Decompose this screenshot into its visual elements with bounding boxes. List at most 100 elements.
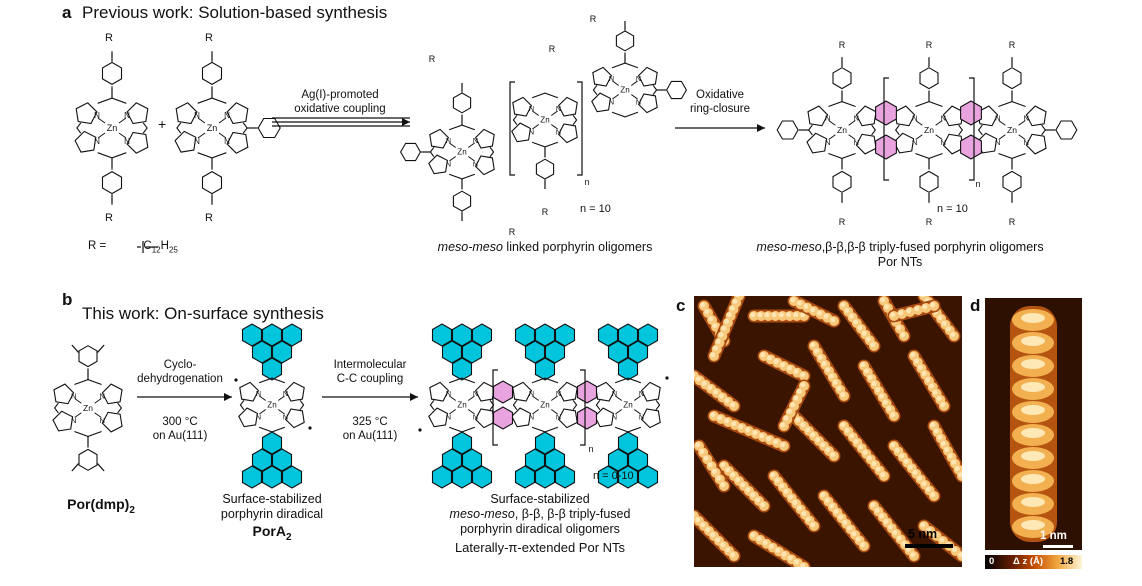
svg-text:N: N xyxy=(825,138,830,147)
svg-text:Zn: Zn xyxy=(540,116,549,125)
svg-text:R: R xyxy=(590,14,597,24)
svg-text:N: N xyxy=(529,127,534,136)
svg-text:N: N xyxy=(224,137,230,146)
svg-text:N: N xyxy=(854,114,859,123)
svg-text:N: N xyxy=(71,392,76,401)
svg-text:N: N xyxy=(912,114,917,123)
svg-text:n: n xyxy=(588,444,593,454)
step-b1-label-bottom: 300 °C on Au(111) xyxy=(152,416,208,442)
svg-text:N: N xyxy=(529,389,534,398)
svg-text:N: N xyxy=(529,104,534,113)
svg-text:N: N xyxy=(256,412,261,421)
svg-text:N: N xyxy=(94,111,100,120)
product-caption: Surface-stabilized meso-meso, β-β, β-β t… xyxy=(449,492,631,555)
svg-text:Zn: Zn xyxy=(107,123,118,133)
caption-a2: meso-meso,β-β,β-β triply-fused porphyrin… xyxy=(756,240,1044,269)
svg-text:N: N xyxy=(71,416,76,425)
svg-text:N: N xyxy=(639,389,644,398)
panel-c-letter: c xyxy=(676,296,686,315)
svg-text:N: N xyxy=(612,412,617,421)
svg-text:Zn: Zn xyxy=(457,148,466,157)
svg-text:N: N xyxy=(912,138,917,147)
svg-text:R: R xyxy=(839,217,846,227)
scale-bar-d xyxy=(1043,545,1073,548)
svg-text:N: N xyxy=(446,136,451,145)
n-label-a2: n = 10 xyxy=(937,203,968,215)
panel-a-letter: a xyxy=(62,3,72,22)
r-label-top-1: R xyxy=(105,32,113,44)
colorbar-max: 1.8 xyxy=(1060,556,1074,567)
por-dmp2-label: Por(dmp)2 xyxy=(67,496,135,516)
panel-b-letter: b xyxy=(62,290,73,309)
svg-text:N: N xyxy=(556,412,561,421)
svg-text:N: N xyxy=(446,389,451,398)
r-label-bottom-1: R xyxy=(105,212,113,224)
svg-text:N: N xyxy=(941,138,946,147)
scale-label-c: 5 nm xyxy=(908,527,938,541)
svg-text:Zn: Zn xyxy=(540,401,549,410)
svg-text:N: N xyxy=(612,389,617,398)
svg-text:N: N xyxy=(473,389,478,398)
svg-text:N: N xyxy=(473,136,478,145)
svg-text:N: N xyxy=(100,392,105,401)
stm-image-large xyxy=(694,296,962,567)
svg-text:N: N xyxy=(1024,114,1029,123)
r-definition: R = C12H25 xyxy=(88,240,178,254)
svg-text:Zn: Zn xyxy=(267,401,276,410)
svg-text:Zn: Zn xyxy=(1007,125,1017,135)
svg-text:Zn: Zn xyxy=(207,123,218,133)
svg-text:N: N xyxy=(636,74,641,83)
colorbar-label: Δ z (Å) xyxy=(1013,556,1044,567)
svg-text:R: R xyxy=(509,227,516,237)
svg-text:R: R xyxy=(1009,217,1016,227)
svg-text:N: N xyxy=(473,412,478,421)
n-label-b: n = 0-10 xyxy=(593,470,634,482)
r-label-bottom-2: R xyxy=(205,212,213,224)
panel-b-title: This work: On-surface synthesis xyxy=(82,304,324,323)
svg-text:N: N xyxy=(556,127,561,136)
svg-text:N: N xyxy=(854,138,859,147)
scale-label-d: 1 nm xyxy=(1040,530,1067,542)
svg-text:N: N xyxy=(446,412,451,421)
svg-text:N: N xyxy=(529,412,534,421)
svg-text:R: R xyxy=(429,54,436,64)
step-b2-label-top: Intermolecular C-C coupling xyxy=(333,359,407,385)
svg-text:N: N xyxy=(556,389,561,398)
svg-text:N: N xyxy=(100,416,105,425)
svg-text:N: N xyxy=(124,111,130,120)
svg-text:Zn: Zn xyxy=(837,125,847,135)
svg-text:N: N xyxy=(1024,138,1029,147)
r-group: C12H25 xyxy=(143,240,178,255)
svg-text:n: n xyxy=(584,177,589,187)
svg-text:N: N xyxy=(941,114,946,123)
svg-text:n: n xyxy=(975,179,980,189)
panel-d-letter: d xyxy=(970,296,981,315)
svg-text:R: R xyxy=(839,40,846,50)
svg-text:N: N xyxy=(473,159,478,168)
step-a1-label: Ag(I)-promoted oxidative coupling xyxy=(294,89,386,115)
svg-text:N: N xyxy=(124,137,130,146)
r-def-label: R = xyxy=(88,240,107,252)
svg-text:Zn: Zn xyxy=(620,86,629,95)
svg-text:Zn: Zn xyxy=(924,125,934,135)
svg-text:N: N xyxy=(256,389,261,398)
r-label-top-2: R xyxy=(205,32,213,44)
svg-text:N: N xyxy=(556,104,561,113)
svg-text:N: N xyxy=(194,111,200,120)
svg-text:R: R xyxy=(1009,40,1016,50)
svg-text:R: R xyxy=(542,207,549,217)
svg-text:Zn: Zn xyxy=(457,401,466,410)
svg-text:N: N xyxy=(94,137,100,146)
colorbar xyxy=(985,555,1082,569)
svg-text:N: N xyxy=(636,97,641,106)
svg-text:N: N xyxy=(995,138,1000,147)
caption-a1: meso-meso linked porphyrin oligomers xyxy=(437,240,653,254)
step-a2-label: Oxidative ring-closure xyxy=(689,89,751,115)
svg-text:N: N xyxy=(609,97,614,106)
step-b1-label-top: Cyclo- dehydrogenation xyxy=(137,359,223,385)
svg-text:Zn: Zn xyxy=(83,403,93,413)
colorbar-min: 0 xyxy=(989,556,995,567)
svg-text:N: N xyxy=(825,114,830,123)
svg-text:N: N xyxy=(609,74,614,83)
